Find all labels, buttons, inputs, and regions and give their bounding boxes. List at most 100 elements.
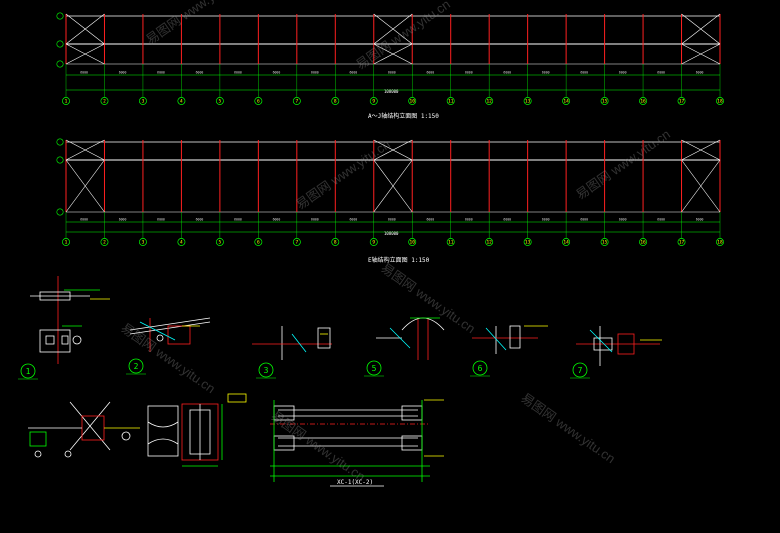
span-dimension: 6000 [426, 71, 434, 75]
axis-bubble [523, 97, 532, 105]
span-dimension: 6000 [696, 71, 704, 75]
axis-bubble [100, 238, 109, 246]
span-dimension: 6000 [503, 218, 511, 222]
span-dimension: 6000 [350, 218, 358, 222]
span-dimension: 6000 [80, 218, 88, 222]
axis-bubble [62, 238, 70, 246]
bracing-line [373, 139, 413, 161]
bottom-details [28, 393, 444, 487]
axis-bubble [446, 238, 455, 246]
axis-bubble [331, 97, 340, 105]
span-dimension: 6000 [619, 71, 627, 75]
span-dimension: 6000 [580, 71, 588, 75]
elevation-e: 6000 6000 6000 6000 6000 6000 6000 6000 6000 6000… [56, 138, 724, 264]
bracing-line [65, 159, 105, 213]
axis-bubble [408, 97, 417, 105]
axis-label: 15 [602, 240, 608, 246]
axis-bubble [408, 238, 417, 246]
span-dimension: 6000 [196, 71, 204, 75]
axis-label: 10 [410, 99, 416, 105]
watermark-3: 易图网 www.yitu.cn [293, 136, 393, 212]
detail-number: 6 [478, 364, 483, 373]
axis-label: 7 [295, 240, 298, 246]
axis-bubble [215, 97, 224, 105]
axis-label: 11 [448, 99, 454, 105]
axis-label: 13 [525, 99, 531, 105]
node-details [30, 276, 662, 366]
span-dimension: 6000 [542, 218, 550, 222]
elevation-a-frame: 6000 6000 6000 6000 6000 6000 6000 6000 6000 6000… [56, 12, 724, 105]
axis-label: 9 [372, 99, 375, 105]
axis-label: 12 [486, 240, 492, 246]
detail-circle [366, 360, 382, 376]
elevation-a: 6000 6000 6000 6000 6000 6000 6000 6000 6000 6000… [56, 12, 724, 120]
member-xc1 [270, 399, 444, 487]
axis-bubble [138, 238, 147, 246]
bracing-line [373, 159, 413, 213]
axis-bubble [369, 238, 378, 246]
axis-bubble [331, 238, 340, 246]
axis-label: 9 [372, 240, 375, 246]
span-dimension: 6000 [388, 71, 396, 75]
level-bubble [56, 138, 64, 146]
span-dimension: 6000 [542, 71, 550, 75]
bracing-line [65, 13, 105, 45]
span-dimension: 6000 [696, 218, 704, 222]
watermark-1: 易图网 www.yitu.cn [143, 0, 243, 47]
axis-label: 5 [219, 99, 222, 105]
axis-label: 6 [257, 99, 260, 105]
axis-label: 17 [679, 240, 685, 246]
span-dimension: 6000 [465, 71, 473, 75]
axis-bubble [600, 238, 609, 246]
axis-label: 7 [295, 99, 298, 105]
span-dimension: 6000 [311, 71, 319, 75]
bracing-line [373, 13, 413, 45]
axis-label: 8 [334, 240, 337, 246]
span-dimension: 6000 [657, 218, 665, 222]
span-dimension: 6000 [580, 218, 588, 222]
axis-label: 14 [563, 240, 569, 246]
plate-detail [147, 393, 247, 467]
axis-label: 8 [334, 99, 337, 105]
span-dimension: 6000 [196, 218, 204, 222]
axis-label: 15 [602, 99, 608, 105]
axis-label: 13 [525, 240, 531, 246]
axis-bubble [254, 238, 263, 246]
axis-bubble [138, 97, 147, 105]
span-dimension: 6000 [503, 71, 511, 75]
axis-bubble [254, 97, 263, 105]
bracing-line [681, 139, 721, 161]
span-dimension: 6000 [234, 71, 242, 75]
axis-bubble [292, 238, 301, 246]
axis-bubble [639, 97, 648, 105]
bracing-line [681, 13, 721, 45]
detail-number: 5 [372, 364, 377, 373]
elevation-a-total-dim: 108000 [384, 89, 399, 94]
axis-bubble [446, 97, 455, 105]
detail-number: 7 [578, 366, 583, 375]
span-dimension: 6000 [350, 71, 358, 75]
axis-label: 2 [103, 240, 106, 246]
axis-bubble [677, 238, 686, 246]
node-detail-2 [129, 317, 211, 352]
axis-label: 14 [563, 99, 569, 105]
axis-bubble [600, 97, 609, 105]
axis-label: 1 [65, 99, 68, 105]
axis-label: 17 [679, 99, 685, 105]
span-dimension: 6000 [465, 218, 473, 222]
axis-label: 16 [640, 99, 646, 105]
axis-label: 10 [410, 240, 416, 246]
axis-bubble [562, 238, 571, 246]
axis-label: 18 [717, 240, 723, 246]
axis-bubble [523, 238, 532, 246]
axis-bubble [716, 238, 724, 246]
axis-bubble [677, 97, 686, 105]
detail-circle [258, 362, 274, 378]
watermark-4: 易图网 www.yitu.cn [573, 126, 673, 202]
bracing-line [65, 139, 105, 161]
axis-label: 11 [448, 240, 454, 246]
detail-circle [572, 362, 588, 378]
span-dimension: 6000 [157, 218, 165, 222]
axis-label: 12 [486, 99, 492, 105]
axis-label: 6 [257, 240, 260, 246]
